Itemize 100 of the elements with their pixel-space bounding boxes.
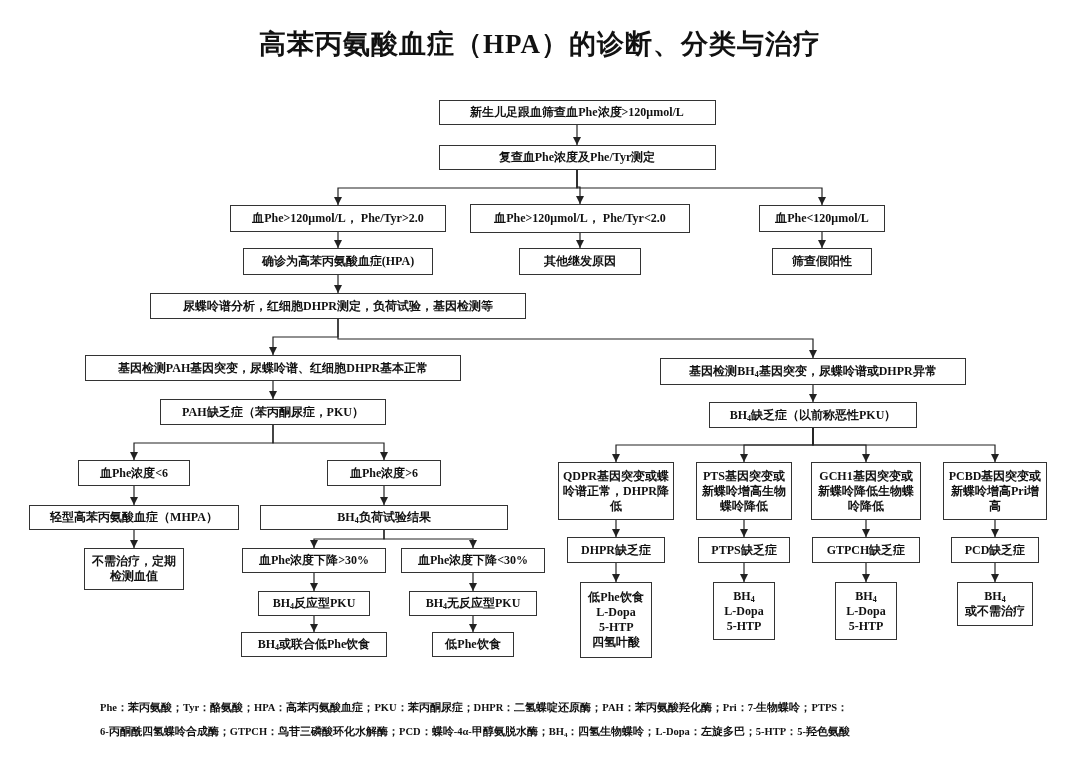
- process-box: [29, 505, 239, 530]
- arrow: [575, 232, 585, 249]
- arrow: [129, 529, 139, 549]
- box-label: 血Phe浓度>6: [349, 465, 419, 481]
- arrow: [739, 519, 749, 538]
- process-box: [759, 205, 885, 232]
- process-box: [709, 402, 917, 428]
- box-label: PCD缺乏症: [964, 542, 1026, 558]
- box-label: PTPS缺乏症: [711, 542, 777, 558]
- box-label: 血Phe<120μmol/L: [775, 211, 869, 226]
- box-label: 血Phe浓度下降>30%: [258, 553, 370, 568]
- box-label: 其他继发原因: [544, 254, 616, 269]
- arrow: [611, 519, 621, 538]
- box-label: 筛查假阳性: [792, 254, 852, 269]
- process-box: [230, 205, 446, 232]
- process-box: [660, 358, 966, 385]
- process-box: [835, 582, 897, 640]
- arrow: [861, 519, 871, 538]
- arrow: [309, 572, 319, 592]
- box-label: PAH缺乏症（苯丙酮尿症，PKU）: [182, 404, 364, 420]
- arrow: [572, 124, 582, 146]
- box-label: 新生儿足跟血筛查血Phe浓度>120μmol/L: [470, 105, 684, 120]
- process-box: [772, 248, 872, 275]
- process-box: [260, 505, 508, 530]
- box-label: PTS基因突变或新蝶呤增高生物蝶呤降低: [701, 468, 787, 514]
- arrow: [990, 562, 1000, 583]
- arrow: [379, 485, 389, 506]
- arrow: [817, 231, 827, 249]
- process-box: [957, 582, 1033, 626]
- box-label: 尿蝶呤谱分析，红细胞DHPR测定，负荷试验，基因检测等: [183, 298, 493, 314]
- process-box: [943, 462, 1047, 520]
- box-label: 低Phe饮食: [445, 637, 501, 652]
- arrow: [990, 519, 1000, 538]
- box-label: 基因检测PAH基因突变，尿蝶呤谱、红细胞DHPR基本正常: [117, 360, 429, 376]
- arrow: [808, 384, 818, 403]
- box-label: 复查血Phe浓度及Phe/Tyr测定: [498, 150, 656, 165]
- arrow: [611, 562, 621, 583]
- process-box: [432, 632, 514, 657]
- box-label: BH$_{4}$负荷试验结果: [337, 510, 431, 525]
- box-label: BH$_{4}$无反应型PKU: [425, 596, 521, 611]
- process-box: [85, 355, 461, 381]
- process-box: [580, 582, 652, 658]
- arrow: [468, 572, 478, 592]
- box-label: 血Phe>120μmol/L， Phe/Tyr>2.0: [252, 211, 424, 226]
- arrow: [272, 424, 389, 461]
- diagram-title: 高苯丙氨酸血症（HPA）的诊断、分类与治疗: [258, 28, 822, 61]
- process-box: [160, 399, 386, 425]
- box-label: QDPR基因突变或蝶呤谱正常，DHPR降低: [563, 468, 669, 514]
- process-box: [258, 591, 370, 616]
- arrow: [861, 562, 871, 583]
- process-box: [78, 460, 190, 486]
- process-box: [150, 293, 526, 319]
- process-box: [241, 632, 387, 657]
- box-label: 血Phe浓度<6: [99, 465, 169, 481]
- process-box: [698, 537, 790, 563]
- arrow: [333, 274, 343, 294]
- box-label: BH$_{4}$反应型PKU: [272, 596, 356, 611]
- box-label: BH$_{4}$ L-Dopa 5-HTP: [845, 588, 887, 634]
- process-box: [558, 462, 674, 520]
- box-label: 不需治疗，定期检测血值: [91, 554, 177, 584]
- box-label: 确诊为高苯丙氨酸血症(HPA): [261, 254, 415, 269]
- box-label: BH$_{4}$缺乏症（以前称恶性PKU）: [729, 407, 897, 423]
- arrow: [268, 380, 278, 400]
- process-box: [84, 548, 184, 590]
- box-label: BH$_{4}$ L-Dopa 5-HTP: [723, 588, 765, 634]
- abbreviation-note: 6-丙酮酰四氢蝶呤合成酶；GTPCH：鸟苷三磷酸环化水解酶；PCD：蝶呤-4α-甲醇氨脱水酶；BH$_{4}$：四氢生物蝶呤；L-Dopa：左旋多巴；5-HTP：5-羟色氨酸: [100, 725, 850, 739]
- process-box: [438, 100, 716, 125]
- box-label: BH$_{4}$或联合低Phe饮食: [257, 637, 371, 652]
- box-label: 基因检测BH$_{4}$基因突变，尿蝶呤谱或DHPR异常: [689, 364, 937, 379]
- process-box: [470, 204, 690, 233]
- process-box: [696, 462, 792, 520]
- process-box: [401, 548, 545, 573]
- process-box: [519, 248, 641, 275]
- process-box: [409, 591, 537, 616]
- box-label: 血Phe浓度下降<30%: [417, 553, 529, 568]
- process-box: [438, 145, 716, 170]
- arrow: [739, 562, 749, 583]
- process-box: [327, 460, 441, 486]
- box-label: 血Phe>120μmol/L， Phe/Tyr<2.0: [494, 211, 666, 226]
- arrow: [337, 318, 818, 359]
- process-box: [243, 248, 433, 275]
- arrow: [576, 169, 827, 206]
- box-label: BH$_{4}$ 或不需治疗: [964, 589, 1026, 619]
- box-label: PCBD基因突变或新蝶呤增高Pri增高: [948, 468, 1042, 514]
- box-label: GTPCH缺乏症: [826, 542, 906, 558]
- process-box: [951, 537, 1039, 563]
- process-box: [811, 462, 921, 520]
- arrow: [383, 529, 478, 549]
- box-label: 低Phe饮食 L-Dopa 5-HTP 四氢叶酸: [586, 590, 645, 650]
- process-box: [713, 582, 775, 640]
- box-label: GCH1基因突变或新蝶呤降低生物蝶呤降低: [817, 468, 915, 514]
- process-box: [567, 537, 665, 563]
- process-box: [242, 548, 386, 573]
- arrow: [309, 615, 319, 633]
- arrow: [468, 615, 478, 633]
- box-label: DHPR缺乏症: [581, 542, 651, 558]
- arrow: [333, 231, 343, 249]
- arrow: [129, 485, 139, 506]
- process-box: [812, 537, 920, 563]
- abbreviation-note: Phe：苯丙氨酸；Tyr：酪氨酸；HPA：高苯丙氨酸血症；PKU：苯丙酮尿症；DHPR：二氢蝶啶还原酶；PAH：苯丙氨酸羟化酶；Pri：7-生物蝶呤；PTPS：: [100, 701, 849, 715]
